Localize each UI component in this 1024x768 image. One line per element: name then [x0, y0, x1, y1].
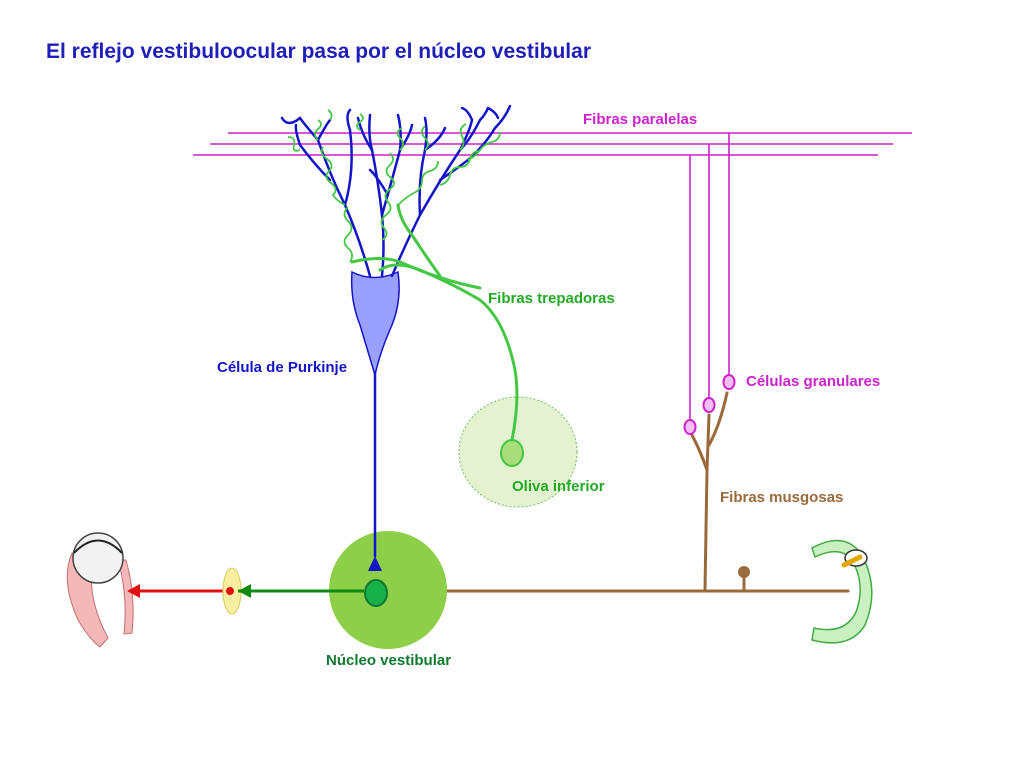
- purkinje-cell: [280, 104, 512, 571]
- label-parallel-fibers: Fibras paralelas: [583, 111, 697, 128]
- olive-neuron: [500, 439, 524, 467]
- motor-pathway: [127, 567, 364, 615]
- label-inferior-olive: Oliva inferior: [512, 478, 605, 495]
- label-climbing-fibers: Fibras trepadoras: [488, 290, 615, 307]
- climbing-fiber: [350, 203, 519, 442]
- eye: [66, 532, 134, 648]
- mossy-terminal: [738, 566, 750, 578]
- climbing-fiber-wraps: [287, 109, 501, 263]
- nucleus-neuron: [364, 579, 388, 607]
- granule-cells: [683, 374, 736, 435]
- diagram-title: El reflejo vestibuloocular pasa por el n…: [46, 40, 591, 63]
- semicircular-canal: [811, 539, 873, 644]
- label-purkinje-cell: Célula de Purkinje: [217, 359, 347, 376]
- vestibular-nucleus: [329, 531, 447, 649]
- label-vestibular-nucleus: Núcleo vestibular: [326, 652, 451, 669]
- label-granule-cells: Células granulares: [746, 373, 880, 390]
- label-mossy-fibers: Fibras musgosas: [720, 489, 843, 506]
